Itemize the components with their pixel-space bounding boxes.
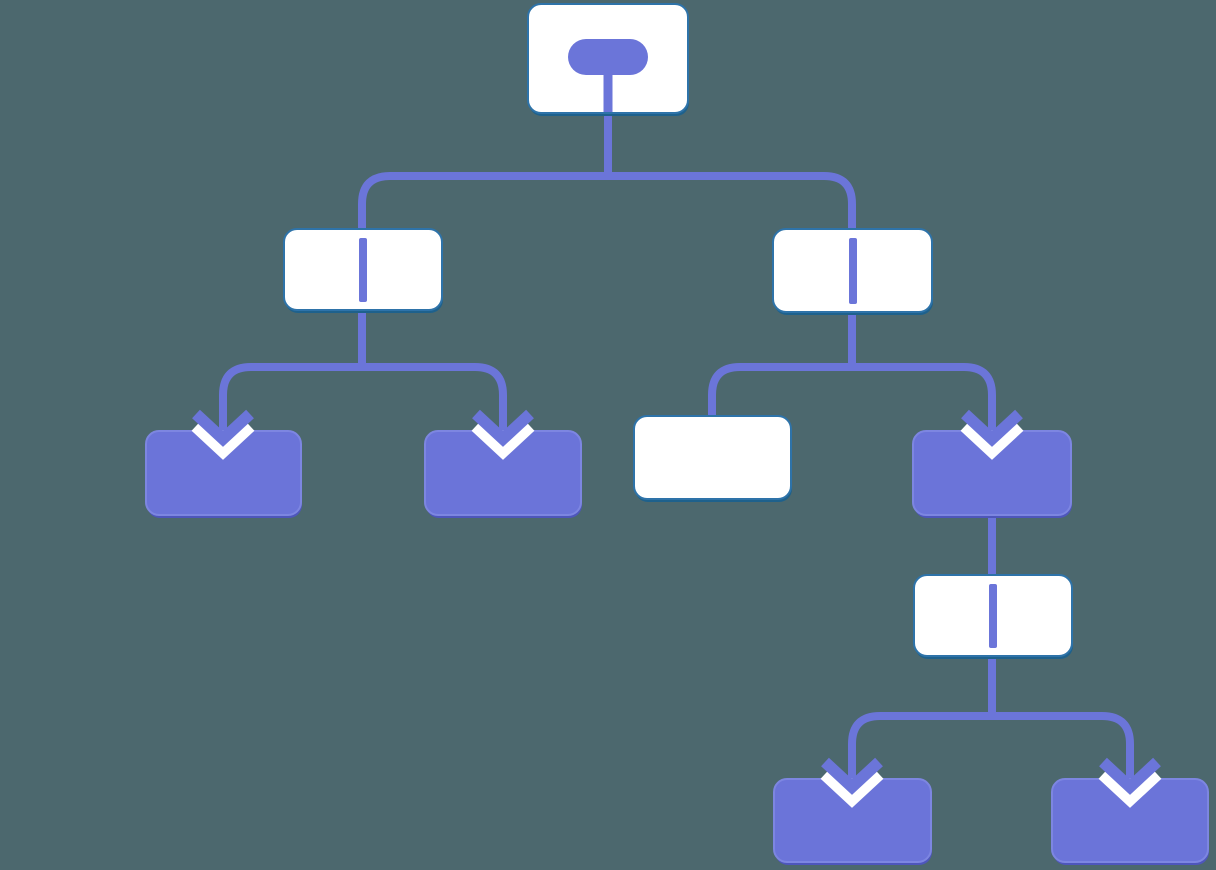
node-branch-right[interactable] xyxy=(772,228,933,313)
root-pill-stem xyxy=(603,71,613,112)
collapse-bar-icon xyxy=(848,238,857,304)
edge-rail-level2 xyxy=(358,172,856,236)
drop-arrow-icon xyxy=(191,409,255,460)
collapse-bar-icon xyxy=(989,584,997,648)
drop-arrow-icon xyxy=(1098,757,1162,808)
node-branch-left[interactable] xyxy=(283,228,443,311)
edge-rail-leftsubtree xyxy=(219,363,507,433)
node-child-right-1[interactable] xyxy=(633,415,792,500)
root-pill-icon xyxy=(568,39,648,75)
collapse-bar-icon xyxy=(359,238,367,302)
node-mid-right[interactable] xyxy=(913,574,1073,657)
node-root[interactable] xyxy=(527,3,689,114)
drop-arrow-icon xyxy=(960,409,1024,460)
edge-rail-rightsubtree xyxy=(708,363,996,433)
edge-rail-bottom xyxy=(848,712,1134,781)
drop-arrow-icon xyxy=(471,409,535,460)
drop-arrow-icon xyxy=(820,757,884,808)
